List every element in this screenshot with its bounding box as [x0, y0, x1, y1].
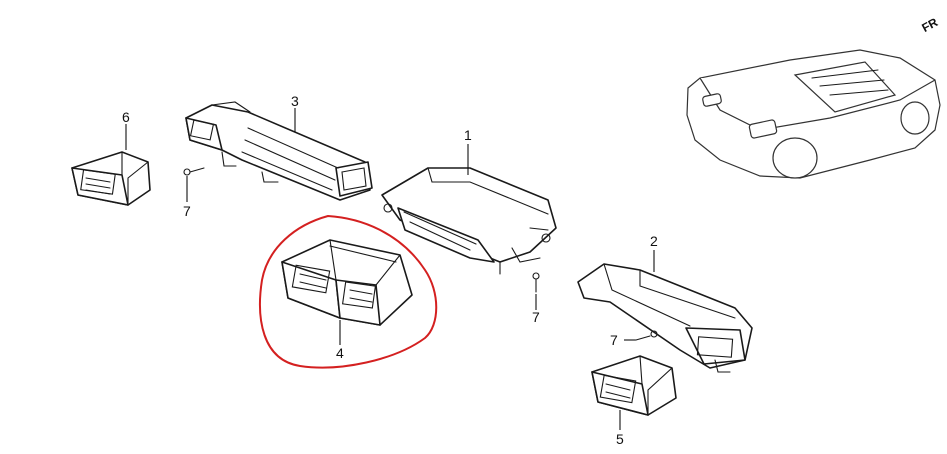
callout-7a: 7	[183, 203, 191, 219]
callout-4: 4	[336, 345, 344, 361]
callout-1: 1	[464, 127, 472, 143]
callout-5: 5	[616, 431, 624, 447]
orientation-label: FR	[919, 15, 940, 35]
leader-lines	[125, 108, 655, 430]
callout-3: 3	[291, 93, 299, 109]
part-1-center-duct	[381, 167, 557, 275]
part-4-center-vent	[281, 239, 413, 326]
part-5-vent	[591, 355, 677, 416]
car-illustration	[686, 49, 941, 179]
highlight-marker	[259, 214, 438, 369]
callout-2: 2	[650, 233, 658, 249]
screw-7b	[532, 272, 540, 293]
screw-7a	[183, 167, 205, 176]
part-6-vent	[71, 151, 151, 206]
callout-7b: 7	[532, 309, 540, 325]
callout-7c: 7	[610, 332, 618, 348]
callout-6: 6	[122, 109, 130, 125]
screw-7c	[635, 330, 658, 341]
part-2-right-duct	[577, 263, 753, 373]
part-3-upper-duct	[185, 101, 373, 201]
